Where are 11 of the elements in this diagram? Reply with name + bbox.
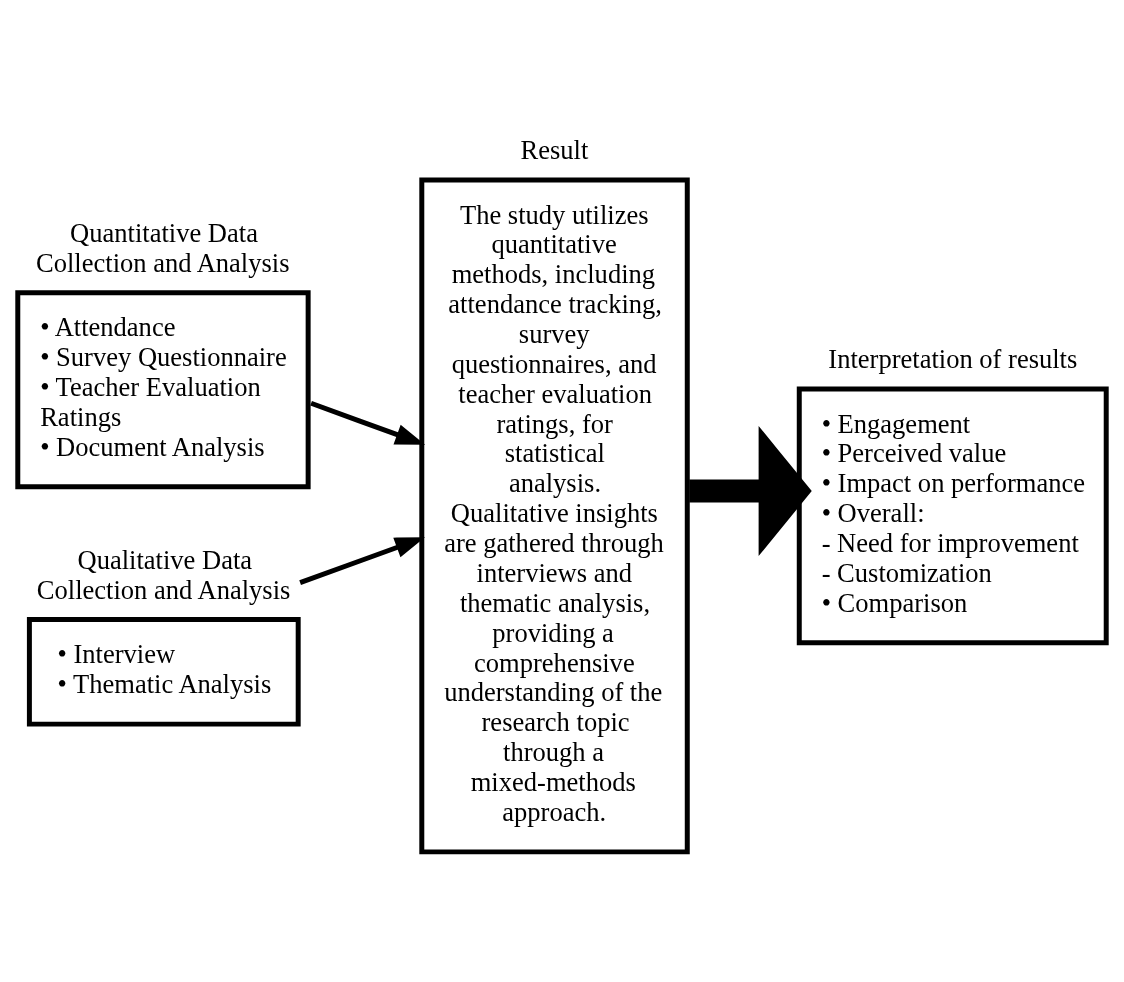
- node-box: • Interview • Thematic Analysis: [26, 617, 301, 727]
- arrow: [689, 425, 812, 557]
- node-box: • Attendance • Survey Questionnaire • Teacher Evaluation Ratings • Document Analysis: [15, 290, 311, 490]
- node-label: Qualitative Data Collection and Analysis: [36, 544, 291, 605]
- arrow: [310, 400, 426, 445]
- node-box: The study utilizes quantitative methods, including attendance tracking, survey questionnaires, and teacher evaluation ratings, for statistical analysis. Qualitative insights are gathered through interviews and thematic analysis, providing a comprehensive understanding of the research topic through a mixed-methods approach.: [419, 177, 690, 855]
- node-box: • Engagement • Perceived value • Impact on performance • Overall: - Need for improvement - Customization • Comparison: [796, 386, 1109, 646]
- node-label: Result: [520, 134, 589, 165]
- node-label: Interpretation of results: [828, 343, 1078, 374]
- arrow: [299, 537, 425, 586]
- node-label: Quantitative Data Collection and Analysis: [36, 217, 290, 278]
